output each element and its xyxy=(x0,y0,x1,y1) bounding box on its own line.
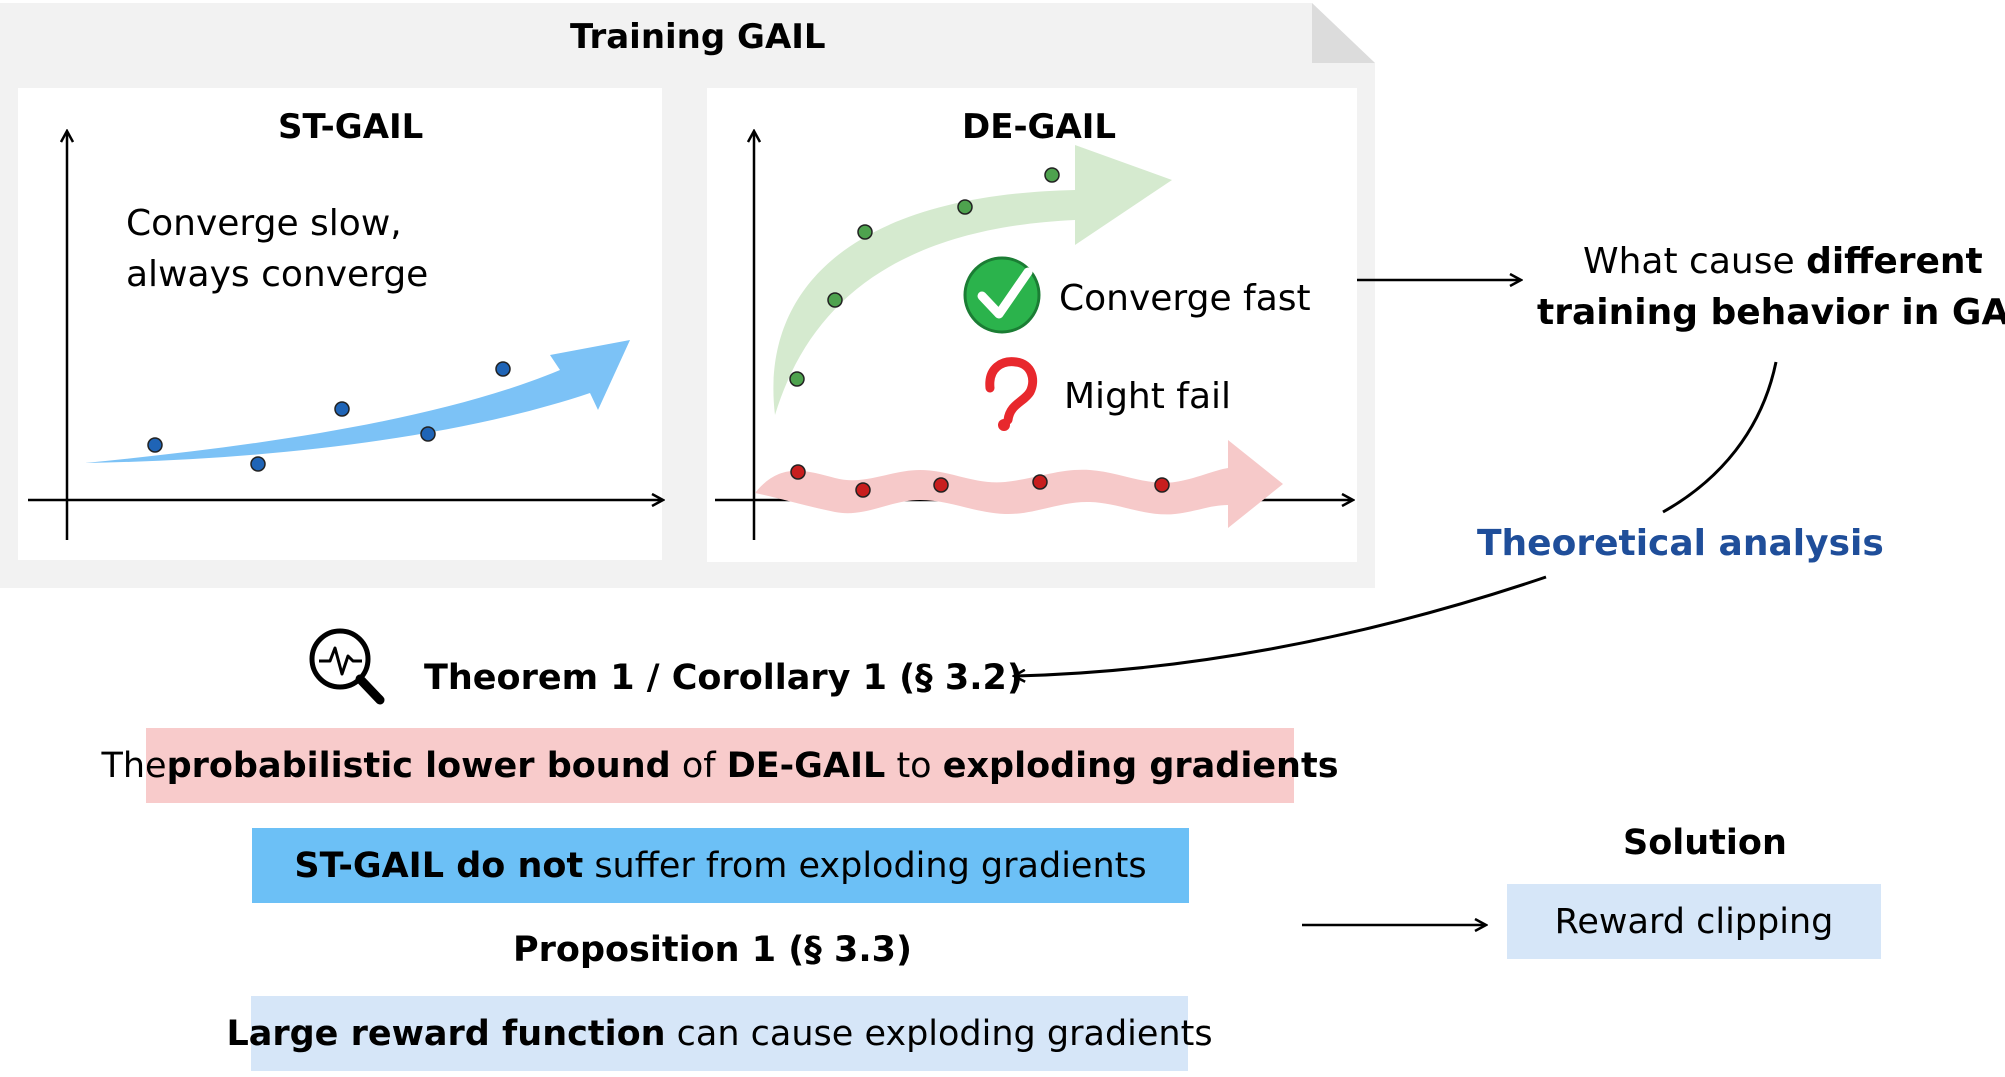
question-line2: training behavior in GAIL? xyxy=(1537,292,2005,333)
large-reward-bold: Large reward function xyxy=(226,1013,666,1054)
de-red-point-5 xyxy=(1154,477,1170,493)
st-note-line1: Converge slow, xyxy=(126,203,402,244)
st-point-4 xyxy=(420,426,436,442)
de-green-arrow xyxy=(773,145,1172,415)
lower-bound-box: The probabilistic lower bound of DE-GAIL… xyxy=(101,728,1339,803)
theorem-title: Theorem 1 / Corollary 1 (§ 3.2) xyxy=(424,658,1023,698)
large-reward-box: Large reward function can cause explodin… xyxy=(226,996,1213,1071)
question-mark-icon xyxy=(985,357,1038,431)
frame-fold-corner xyxy=(1312,3,1375,63)
lower-bound-bold-3: exploding gradients xyxy=(942,745,1339,786)
de-green-point-3 xyxy=(857,224,873,240)
question-line1-bold: different xyxy=(1806,241,1983,282)
converge-fast-label: Converge fast xyxy=(1059,278,1311,319)
theoretical-analysis-label: Theoretical analysis xyxy=(1477,523,1884,564)
de-red-wave-arrow xyxy=(755,440,1283,528)
st-gail-title: ST-GAIL xyxy=(278,107,424,147)
st-blue-arrow xyxy=(85,340,630,463)
st-gail-panel xyxy=(18,88,662,560)
st-safe-text: suffer from exploding gradients xyxy=(583,845,1147,886)
lower-bound-bold-2: DE-GAIL xyxy=(726,745,886,786)
st-point-2 xyxy=(250,456,266,472)
st-point-1 xyxy=(147,437,163,453)
st-point-3 xyxy=(334,401,350,417)
lower-bound-text-3: to xyxy=(885,745,943,786)
reward-clipping-label: Reward clipping xyxy=(1554,901,1834,942)
proposition-title: Proposition 1 (§ 3.3) xyxy=(513,930,912,970)
st-safe-bold: ST-GAIL do not xyxy=(294,845,584,886)
question-line1: What cause different xyxy=(1583,244,1983,280)
de-green-point-5 xyxy=(1044,167,1060,183)
de-green-point-1 xyxy=(789,371,805,387)
might-fail-label: Might fail xyxy=(1064,376,1232,417)
st-point-5 xyxy=(495,361,511,377)
st-safe-box: ST-GAIL do not suffer from exploding gra… xyxy=(252,828,1189,903)
de-red-point-3 xyxy=(933,477,949,493)
lower-bound-bold-1: probabilistic lower bound xyxy=(166,745,671,786)
curve-analysis-to-theorem xyxy=(1015,575,1547,676)
de-red-point-1 xyxy=(790,464,806,480)
de-green-point-4 xyxy=(957,199,973,215)
frame-title: Training GAIL xyxy=(570,17,826,57)
de-red-point-2 xyxy=(855,482,871,498)
de-gail-title: DE-GAIL xyxy=(962,107,1117,147)
large-reward-text: can cause exploding gradients xyxy=(665,1013,1213,1054)
reward-clipping-box: Reward clipping xyxy=(1507,884,1881,959)
question-line1-text: What cause xyxy=(1583,241,1807,282)
st-note-line2: always converge xyxy=(126,254,429,295)
lower-bound-text-1: The xyxy=(101,745,167,786)
check-icon xyxy=(963,256,1041,334)
de-red-point-4 xyxy=(1032,474,1048,490)
solution-title: Solution xyxy=(1623,823,1787,863)
magnifier-icon xyxy=(309,628,385,705)
de-green-point-2 xyxy=(827,292,843,308)
curve-question-to-analysis xyxy=(1662,361,1778,514)
lower-bound-text-2: of xyxy=(670,745,727,786)
